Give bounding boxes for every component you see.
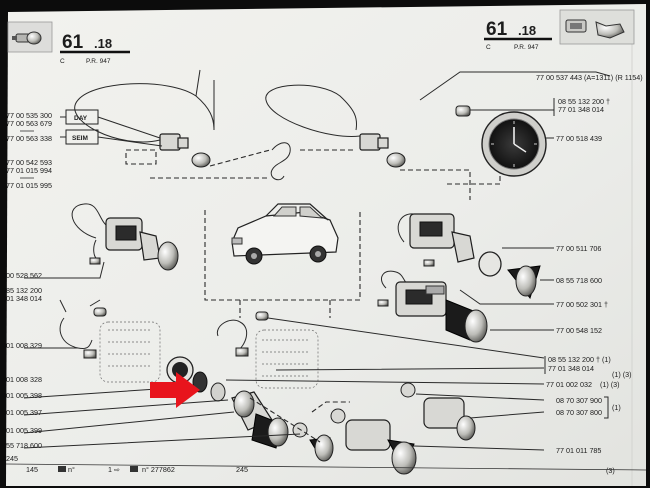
header-left: 61 .18 C P.R. 947 [7, 21, 130, 65]
label-r6: 08 55 718 600 [556, 276, 602, 285]
label-r13: 08 70 307 800 [556, 408, 602, 417]
choke-cable-left [74, 69, 215, 168]
label-l1: 77 00 535 300 [6, 111, 52, 120]
lighter-left [24, 203, 179, 279]
footer-page: 245 [236, 465, 248, 474]
label-l7: 00 528 562 [6, 271, 42, 280]
label-r11: 77 01 002 032 [546, 380, 592, 389]
label-r1: 77 00 537 443 (A=1311) (R 1154) [536, 73, 643, 82]
label-r10: 77 01 348 014 [548, 364, 594, 373]
lighter-parts-lower [23, 356, 545, 462]
lighter-right-upper [397, 213, 554, 305]
lighter-parts-lower-right [249, 382, 545, 475]
choke-cable-right [265, 84, 406, 168]
red-arrow [150, 372, 200, 408]
label-r2: 08 55 132 200 † [558, 97, 610, 106]
label-l6: 77 01 015 995 [6, 181, 52, 190]
tag-seim: SEIM [72, 135, 88, 142]
pr-right: P.R. 947 [514, 44, 539, 51]
label-r4: 77 00 518 439 [556, 134, 602, 143]
label-l5: 77 01 015 994 [6, 166, 52, 175]
label-l3: 77 00 563 338 [6, 134, 52, 143]
label-r14b: (3) [606, 466, 615, 475]
label-r5: 77 00 511 706 [556, 244, 601, 253]
footer-left-n: n° [68, 465, 75, 474]
footer-serial: n° 277862 [142, 465, 175, 474]
clock-assembly [419, 71, 611, 185]
footer-left: 145 [26, 465, 38, 474]
section-sub-right: .18 [518, 23, 536, 38]
section-number-left: 61 [62, 32, 84, 53]
label-r9: 08 55 132 200 † (1) [548, 355, 611, 364]
lighter-right-lower [377, 270, 554, 343]
car-illustration [231, 203, 339, 265]
left-labels: 77 00 535 300 77 00 563 679 77 00 563 33… [6, 111, 52, 463]
label-r11b: (1) (3) [600, 380, 620, 389]
label-r12: 08 70 307 900 [556, 396, 602, 405]
header-right: 61 .18 C P.R. 947 [484, 9, 635, 51]
label-l8: 85 132 200 [6, 286, 42, 295]
label-r3: 77 01 348 014 [558, 105, 604, 114]
label-l16: 245 [6, 454, 18, 463]
section-sub-left: .18 [94, 36, 112, 51]
label-l11: 01 008 328 [6, 375, 42, 384]
label-l4: 77 00 542 593 [6, 158, 52, 167]
section-number-right: 61 [486, 19, 508, 40]
page-footer: 145 n° 1 ⇨ n° 277862 245 [5, 463, 647, 474]
label-r8: 77 00 548 152 [556, 326, 602, 335]
label-l15: 55 718 600 [6, 441, 42, 450]
label-r12b: (1) [612, 403, 621, 412]
label-l13: 01 005 397 [6, 408, 42, 417]
label-r7: 77 00 502 301 † [556, 300, 608, 309]
label-l10: 01 008 329 [6, 341, 42, 350]
label-r10b: (1) (3) [612, 370, 632, 379]
right-labels: 77 00 537 443 (A=1311) (R 1154) 08 55 13… [536, 73, 643, 475]
label-l14: 01 005 399 [6, 426, 42, 435]
label-l12: 01 005 398 [6, 391, 42, 400]
code-right: C [486, 44, 491, 51]
label-l2: 77 00 563 679 [6, 119, 52, 128]
tag-day: DAY [74, 115, 88, 122]
label-l9: 01 348 014 [6, 294, 42, 303]
label-r14: 77 01 011 785 [556, 446, 601, 455]
footer-middle: 1 ⇨ [108, 465, 120, 474]
code-left: C [60, 58, 65, 65]
leads-lower [24, 299, 545, 371]
engine-outlines [99, 321, 319, 389]
pr-left: P.R. 947 [86, 58, 111, 65]
